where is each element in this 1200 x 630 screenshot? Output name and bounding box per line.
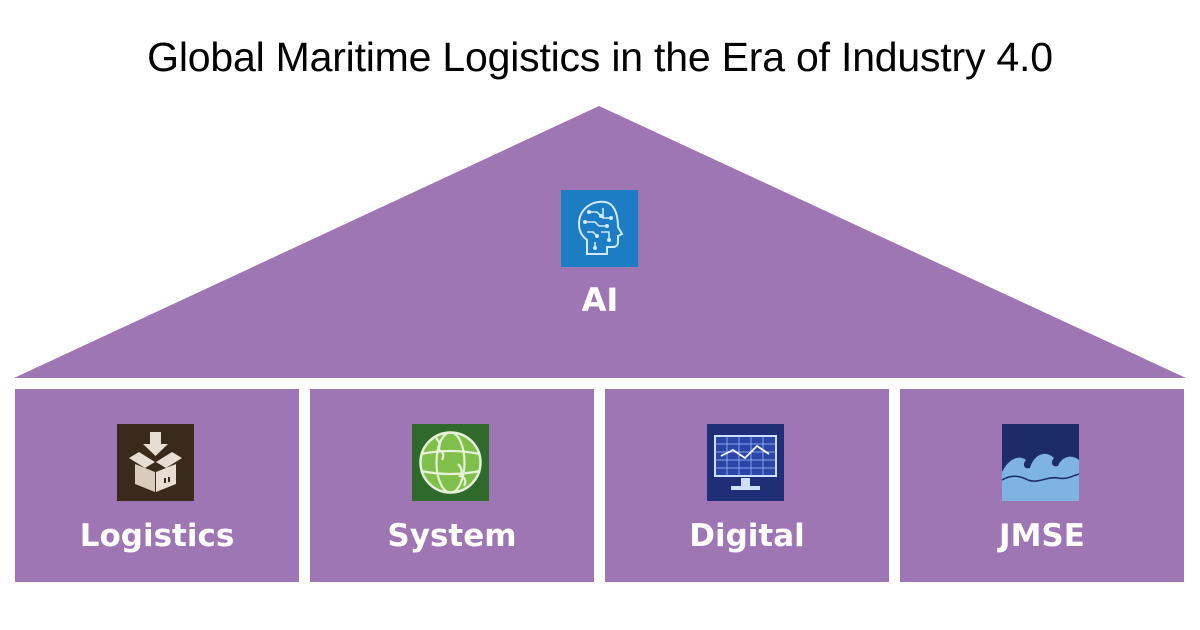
digital-monitor-icon — [707, 424, 784, 501]
page-title: Global Maritime Logistics in the Era of … — [147, 34, 1053, 80]
ai-head-circuit-icon — [561, 190, 638, 267]
globe-puzzle-icon — [412, 424, 489, 501]
pillar-jmse: JMSE — [900, 389, 1184, 582]
ocean-wave-icon — [1002, 424, 1079, 501]
pillar-label-digital: Digital — [689, 518, 805, 554]
pillar-label-system: System — [387, 518, 517, 554]
pillar-digital: Digital — [605, 389, 889, 582]
pillar-logistics: Logistics — [15, 389, 299, 582]
roof-label-ai: AI — [581, 281, 619, 319]
pillar-label-logistics: Logistics — [79, 518, 235, 554]
pillar-label-jmse: JMSE — [999, 518, 1085, 554]
pillar-system: System — [310, 389, 594, 582]
package-box-icon — [117, 424, 194, 501]
